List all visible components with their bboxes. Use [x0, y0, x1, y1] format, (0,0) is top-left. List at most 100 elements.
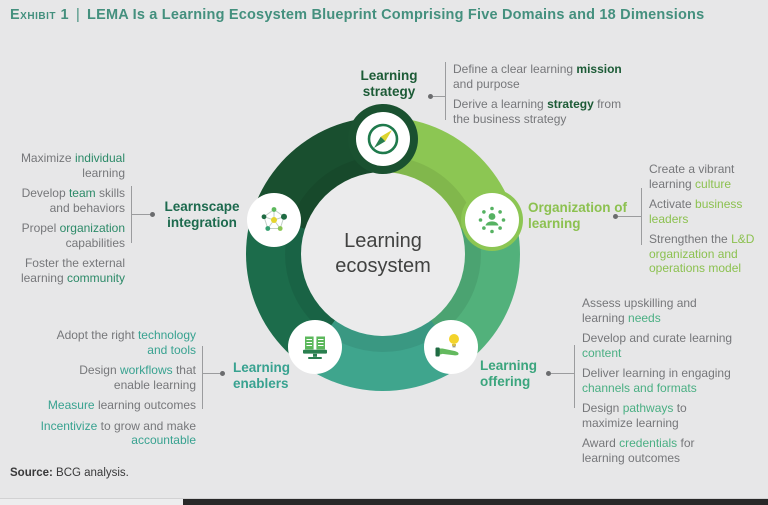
offering-node	[424, 320, 478, 374]
highlight-text: team	[68, 186, 96, 200]
list-item: Assess upskilling and learning needs	[582, 296, 740, 325]
highlight-text: channels and formats	[582, 380, 697, 395]
bottom-edge-strip	[0, 498, 768, 505]
connector-line	[131, 186, 132, 243]
list-item: Deliver learning in engaging channels an…	[582, 366, 740, 395]
body-text: Propel	[21, 221, 60, 235]
strategy-label: Learning strategy	[360, 68, 418, 99]
body-text: Develop	[21, 186, 69, 200]
highlight-text: credentials	[619, 436, 678, 450]
body-text: Deliver learning in engaging	[582, 366, 731, 380]
highlight-text: individual	[74, 151, 125, 165]
center-label: Learning ecosystem	[335, 230, 431, 277]
body-text: and purpose	[453, 76, 520, 91]
highlight-text: needs	[628, 310, 661, 325]
highlight-text: culture	[695, 176, 732, 191]
connector-line	[445, 62, 446, 120]
connector-line	[574, 345, 575, 408]
list-item: Propel organization capabilities	[17, 221, 125, 250]
highlight-text: community	[66, 270, 125, 285]
body-text: Strengthen the	[649, 232, 732, 246]
list-item: Foster the external learning community	[17, 256, 125, 285]
enablers-label: Learning enablers	[233, 360, 291, 391]
title-text: LEMA Is a Learning Ecosystem Blueprint C…	[87, 7, 705, 23]
highlight-text: Incentivize	[40, 418, 98, 433]
list-item: Develop team skills and behaviors	[17, 186, 125, 215]
body-text: Award	[582, 436, 620, 450]
connector-line	[641, 188, 642, 245]
list-item: Create a vibrant learning culture	[649, 162, 768, 191]
connector-dot	[546, 371, 551, 376]
learnscape-node	[247, 193, 301, 247]
highlight-text: technology and tools	[137, 328, 196, 357]
learnscape-label: Learnscape integration	[164, 199, 240, 230]
highlight-text: workflows	[119, 363, 173, 377]
list-item: Award credentials for learning outcomes	[582, 436, 740, 465]
connector-line	[202, 346, 203, 409]
body-text: to maximize learning	[582, 401, 687, 430]
body-text: from the business strategy	[453, 97, 622, 126]
lightbulb-hand-icon	[435, 334, 459, 357]
body-text: learning outcomes	[94, 398, 196, 412]
highlight-text: content	[582, 345, 622, 360]
exhibit-title: Exhibit 1 | LEMA Is a Learning Ecosystem B…	[10, 7, 704, 23]
body-text: Design	[79, 363, 120, 377]
organization-node	[465, 193, 519, 247]
strategy-node	[356, 112, 410, 166]
source-label: Source:	[10, 467, 53, 479]
highlight-text: Measure	[47, 398, 95, 412]
body-text: for learning outcomes	[582, 436, 695, 465]
body-text: that enable learning	[113, 363, 196, 392]
body-text: Derive a learning	[453, 97, 548, 111]
list-item: Develop and curate learning content	[582, 331, 740, 360]
highlight-text: organization	[59, 221, 125, 235]
connector-dot	[150, 212, 155, 217]
list-item: Maximize individual learning	[17, 151, 125, 180]
list-item: Measure learning outcomes	[40, 398, 196, 413]
body-text: skills and behaviors	[49, 186, 125, 215]
connector-line	[551, 373, 574, 374]
exhibit-number: Exhibit 1	[10, 7, 70, 23]
body-text: capabilities	[65, 235, 125, 250]
list-item: Design workflows that enable learning	[40, 363, 196, 392]
list-item: Adopt the right technology and tools	[40, 328, 196, 357]
strategy-bullets: Define a clear learning mission and purp…	[453, 62, 625, 132]
body-text: Create a vibrant learning	[649, 162, 735, 191]
connector-line	[132, 214, 150, 215]
highlight-text: pathways	[622, 401, 674, 415]
body-text: Foster the external learning	[20, 256, 125, 285]
offering-bullets: Assess upskilling and learning needs Dev…	[582, 296, 740, 471]
highlight-text: L&D organization and operations model	[649, 232, 755, 275]
organization-bullets: Create a vibrant learning culture Activa…	[649, 162, 768, 282]
list-item: Incentivize to grow and make accountable	[40, 419, 196, 448]
title-divider: |	[76, 7, 81, 23]
ring-center: Learning ecosystem	[301, 172, 465, 336]
body-text: Adopt the right	[56, 328, 138, 342]
organization-label: Organization of learning	[528, 200, 627, 231]
body-text: Design	[582, 401, 623, 415]
connector-line	[433, 96, 445, 97]
highlight-text: accountable	[131, 433, 196, 447]
network-nodes-icon	[261, 207, 287, 231]
bottom-dark-bar	[183, 499, 768, 505]
list-item: Design pathways to maximize learning	[582, 401, 740, 430]
body-text: Maximize	[20, 151, 75, 165]
body-text: learning	[82, 165, 125, 180]
organization-icon	[478, 206, 506, 234]
offering-label: Learning offering	[480, 358, 538, 389]
enablers-bullets: Adopt the right technology and tools Des…	[40, 328, 196, 454]
source-line: Source: BCG analysis.	[10, 467, 129, 479]
connector-dot	[428, 94, 433, 99]
enablers-node	[288, 320, 342, 374]
connector-dot	[220, 371, 225, 376]
list-item: Strengthen the L&D organization and oper…	[649, 232, 768, 276]
connector-line	[203, 373, 220, 374]
body-text: Define a clear learning	[453, 62, 577, 76]
highlight-text: business leaders	[649, 197, 743, 226]
learnscape-bullets: Maximize individual learning Develop tea…	[17, 151, 125, 291]
body-text: Assess upskilling and learning	[582, 296, 697, 325]
list-item: Derive a learning strategy from the busi…	[453, 97, 625, 126]
body-text: to grow and make	[97, 418, 196, 433]
digital-book-icon	[303, 336, 327, 359]
